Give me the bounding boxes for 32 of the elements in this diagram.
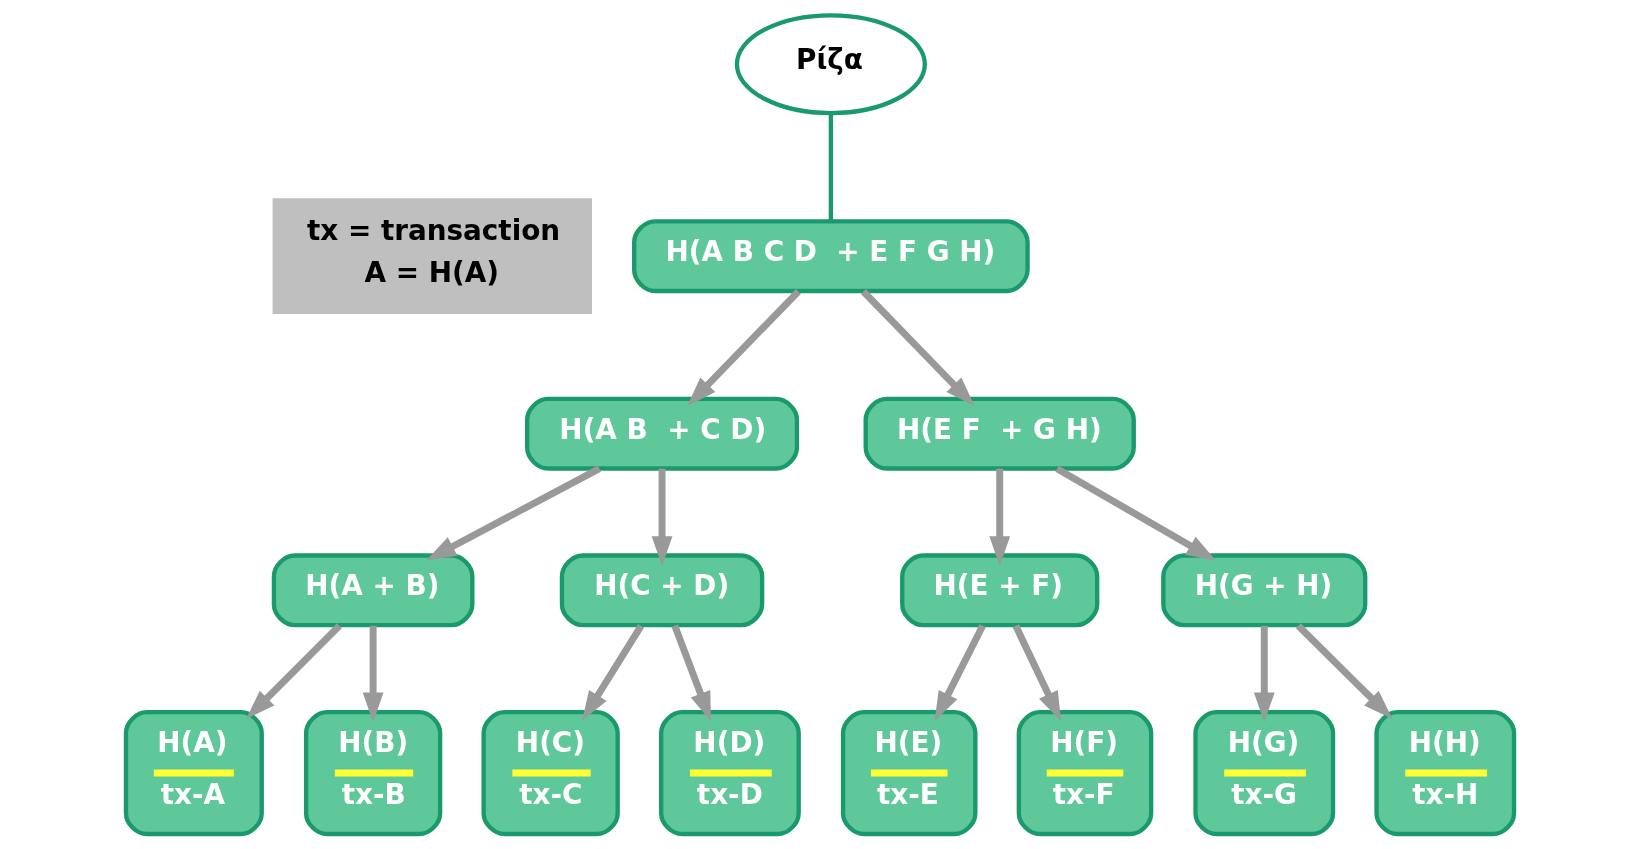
node-ellipse: Ρίζα [734, 13, 927, 116]
arrow [426, 465, 601, 561]
node-box: H(A B C D + E F G H) [632, 219, 1030, 294]
node-box: H(E F + G H) [863, 396, 1136, 471]
arrow [582, 623, 645, 721]
node-box: H(B) tx-B [303, 710, 443, 837]
arrow [1012, 624, 1062, 722]
arrow [687, 289, 801, 407]
node-box: H(G) tx-G [1193, 710, 1336, 837]
node-box: H(E) tx-E [840, 710, 978, 837]
arrow [860, 289, 975, 407]
node-box: H(A + B) [271, 553, 475, 628]
arrow [1253, 625, 1275, 723]
node-box: H(C + D) [559, 553, 765, 628]
arrow [1055, 465, 1217, 561]
connector [828, 113, 834, 222]
node-box: tx = transaction A = H(A) [272, 198, 592, 315]
arrow [989, 468, 1011, 566]
arrow [671, 624, 712, 722]
node-box: H(A) tx-A [123, 710, 264, 837]
node-box: H(E + F) [900, 553, 1100, 628]
node-box: H(H) tx-H [1374, 710, 1517, 837]
arrow [1295, 623, 1393, 720]
node-box: H(F) tx-F [1016, 710, 1154, 837]
arrow [934, 624, 986, 722]
node-box: H(D) tx-D [659, 710, 801, 837]
arrow [651, 468, 673, 566]
node-box: H(C) tx-C [481, 710, 620, 837]
arrow [246, 623, 342, 720]
arrow [362, 625, 384, 723]
node-box: H(G + H) [1161, 553, 1368, 628]
node-box: H(A B + C D) [525, 396, 800, 471]
